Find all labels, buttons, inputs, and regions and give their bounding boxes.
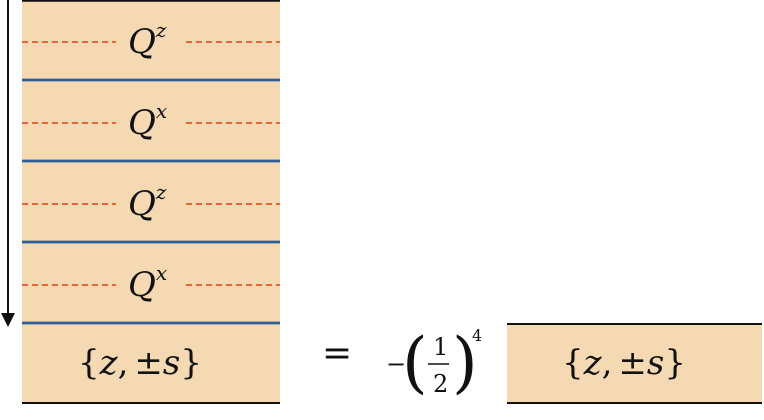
layer-label-1-base: Q (128, 22, 156, 62)
layer-label-4: Qx (128, 261, 167, 305)
layer-label-1: Qz (128, 18, 167, 62)
layer-guides (22, 41, 280, 286)
boundary-open-brace: { (78, 343, 100, 383)
result-s: s (647, 343, 664, 383)
layer-stack-fill (22, 0, 280, 403)
fraction-numerator: 1 (433, 333, 448, 361)
boundary-comma: , (118, 343, 129, 383)
result-open-brace: { (562, 343, 584, 383)
boundary-close-brace: } (180, 343, 202, 383)
boundary-z: z (99, 343, 119, 383)
exponent: 4 (472, 326, 482, 345)
boundary-state: {z,±s} (78, 343, 202, 383)
result-comma: , (602, 343, 613, 383)
layer-label-4-base: Q (128, 265, 156, 305)
minus-sign: − (386, 350, 406, 378)
layer-label-3: Qz (128, 180, 167, 224)
layer-label-2: Qx (128, 99, 167, 143)
layer-label-1-sup: z (155, 18, 167, 42)
result-state: {z,±s} (562, 343, 686, 383)
boundary-pm: ± (134, 343, 163, 383)
boundary-s: s (163, 343, 180, 383)
layer-label-3-sup: z (155, 180, 167, 204)
equals-sign: = (322, 333, 352, 374)
result-close-brace: } (664, 343, 686, 383)
layer-label-2-base: Q (128, 103, 156, 143)
result-box-fill (507, 324, 762, 403)
arrow-head-icon (1, 313, 15, 327)
layer-label-3-base: Q (128, 184, 156, 224)
left-parenthesis: ( (402, 324, 428, 401)
right-parenthesis: ) (452, 324, 478, 401)
result-pm: ± (618, 343, 647, 383)
fraction-denominator: 2 (433, 370, 448, 398)
downward-arrow (1, 0, 15, 327)
layer-label-2-sup: x (156, 99, 167, 123)
result-z: z (583, 343, 603, 383)
layer-label-4-sup: x (156, 261, 167, 285)
